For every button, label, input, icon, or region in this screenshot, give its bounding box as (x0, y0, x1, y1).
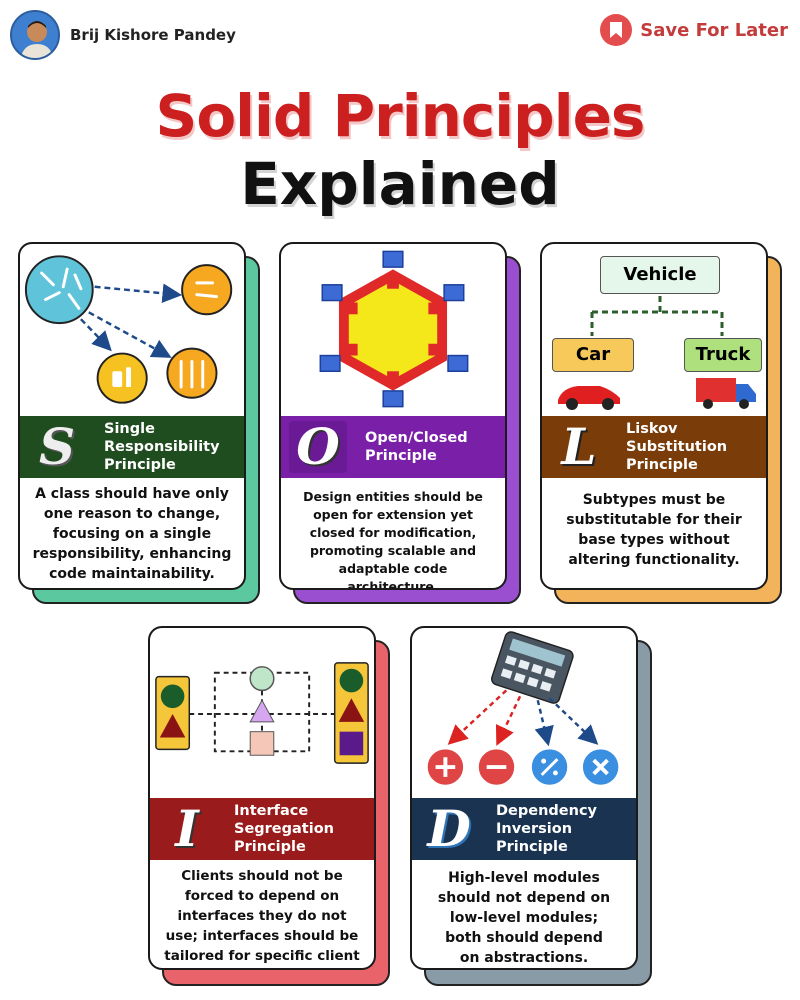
principle-band-s: S Single Responsibility Principle (20, 416, 244, 478)
letter-i-icon: I (158, 803, 216, 855)
principle-title-i: Interface Segregation Principle (234, 803, 334, 855)
bookmark-icon (600, 14, 633, 46)
cleaning-icon (112, 367, 132, 387)
principle-description-l: Subtypes must be substitutable for their… (566, 492, 742, 568)
single-responsibility-illustration (24, 255, 233, 404)
principle-title-d: Dependency Inversion Principle (496, 803, 597, 855)
person-icon (20, 21, 54, 58)
principle-description-i: Clients should not be forced to depend o… (164, 868, 360, 964)
tools-small-icon (195, 281, 218, 299)
principle-title-s: Single Responsibility Principle (104, 421, 220, 473)
letter-s-icon: S (28, 421, 86, 473)
cutlery-icon (179, 359, 205, 389)
card-liskov-substitution: Vehicle Car Truck L Liskov Substitution (540, 242, 782, 604)
letter-l-icon: L (550, 421, 608, 473)
principle-band-d: D Dependency Inversion Principle (412, 798, 636, 860)
inheritance-lines (590, 296, 724, 336)
principle-title-o: Open/Closed Principle (365, 430, 468, 464)
principle-band-l: L Liskov Substitution Principle (542, 416, 766, 478)
author-name[interactable]: Brij Kishore Pandey (70, 26, 236, 44)
truck-box: Truck (684, 338, 762, 372)
save-for-later-label: Save For Later (640, 19, 788, 41)
save-for-later-button[interactable]: Save For Later (600, 12, 788, 48)
tools-icon (40, 267, 83, 310)
principle-description-d: High-level modules should not depend on … (437, 870, 611, 966)
dependency-inversion-illustration (425, 631, 621, 787)
car-box: Car (552, 338, 634, 372)
letter-o-icon: O (289, 421, 347, 473)
principle-band-o: O Open/Closed Principle (281, 416, 505, 478)
author-header: Brij Kishore Pandey (10, 10, 236, 60)
vehicle-box: Vehicle (600, 256, 720, 294)
calculator-icon (491, 631, 574, 704)
interface-segregation-illustration (155, 662, 369, 764)
principle-description-s: A class should have only one reason to c… (32, 486, 232, 582)
open-closed-illustration (319, 250, 469, 408)
car-icon (558, 386, 620, 410)
card-dependency-inversion: D Dependency Inversion Principle High-le… (410, 626, 652, 988)
card-open-closed: O Open/Closed Principle Design entities … (279, 242, 521, 604)
card-interface-segregation: I Interface Segregation Principle Client… (148, 626, 390, 988)
letter-d-icon: D (420, 803, 478, 855)
truck-icon (696, 378, 756, 409)
principle-band-i: I Interface Segregation Principle (150, 798, 374, 860)
principle-title-l: Liskov Substitution Principle (626, 421, 728, 473)
page-title-line2: Explained (240, 150, 560, 218)
page-title-line1: Solid Principles (155, 82, 646, 150)
principle-description-o: Design entities should be open for exten… (303, 489, 483, 590)
card-single-responsibility: S Single Responsibility Principle A clas… (18, 242, 260, 604)
author-avatar[interactable] (10, 10, 60, 60)
